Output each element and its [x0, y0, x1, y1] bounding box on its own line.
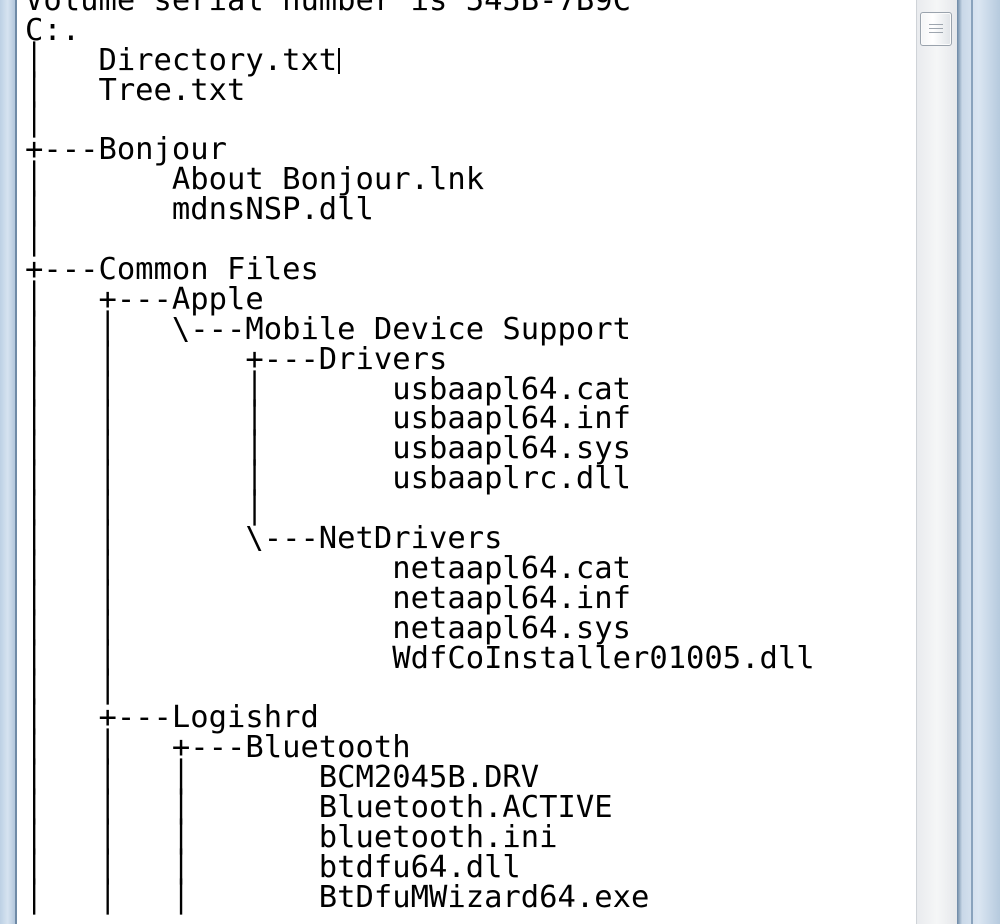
scrollbar-thumb[interactable]: [920, 12, 952, 46]
text-line-16: │ │ │ usbaaplrc.dll: [25, 461, 631, 497]
text-line-27: │ │ │ Bluetooth.ACTIVE: [25, 790, 613, 826]
window-right-border: [957, 0, 1000, 924]
thumb-grip-line: [929, 28, 943, 29]
text-line-19: │ │ netaapl64.cat: [25, 550, 631, 586]
text-line-22: │ │ WdfCoInstaller01005.dll: [25, 640, 815, 676]
text-line-12: │ │ +---Drivers: [25, 341, 448, 377]
text-line-2-text: │ Directory.txt: [25, 42, 338, 78]
text-line-0: Volume serial number is 545B-7B9C: [25, 0, 631, 18]
text-line-25: │ │ +---Bluetooth: [25, 730, 411, 766]
text-line-8: │: [25, 222, 44, 258]
text-line-3: │ Tree.txt: [25, 72, 246, 108]
text-line-17: │ │ │: [25, 491, 264, 527]
text-line-24: │ +---Logishrd: [25, 700, 319, 736]
text-line-21: │ │ netaapl64.sys: [25, 610, 631, 646]
text-line-7: │ mdnsNSP.dll: [25, 192, 374, 228]
text-line-2: │ Directory.txt: [25, 42, 815, 78]
text-line-11: │ │ \---Mobile Device Support: [25, 311, 631, 347]
text-cursor: [338, 47, 341, 74]
text-line-6: │ About Bonjour.lnk: [25, 162, 485, 198]
text-line-15: │ │ │ usbaapl64.sys: [25, 431, 631, 467]
text-line-4: │: [25, 102, 44, 138]
text-line-9: +---Common Files: [25, 252, 319, 288]
text-line-1: C:.: [25, 12, 81, 48]
text-line-28: │ │ │ bluetooth.ini: [25, 819, 558, 855]
text-line-29: │ │ │ btdfu64.dll: [25, 849, 521, 885]
text-line-10: │ +---Apple: [25, 281, 264, 317]
text-line-20: │ │ netaapl64.inf: [25, 580, 631, 616]
text-line-14: │ │ │ usbaapl64.inf: [25, 401, 631, 437]
text-line-13: │ │ │ usbaapl64.cat: [25, 371, 631, 407]
thumb-grip-line: [929, 32, 943, 33]
text-line-23: │ │: [25, 670, 117, 706]
text-line-30: │ │ │ BtDfuMWizard64.exe: [25, 879, 650, 915]
text-line-26: │ │ │ BCM2045B.DRV: [25, 760, 540, 796]
text-line-5: +---Bonjour: [25, 132, 227, 168]
vertical-scrollbar[interactable]: [916, 0, 957, 924]
text-line-18: │ │ \---NetDrivers: [25, 521, 503, 557]
thumb-grip-line: [929, 24, 943, 25]
window-left-border: [0, 0, 17, 924]
